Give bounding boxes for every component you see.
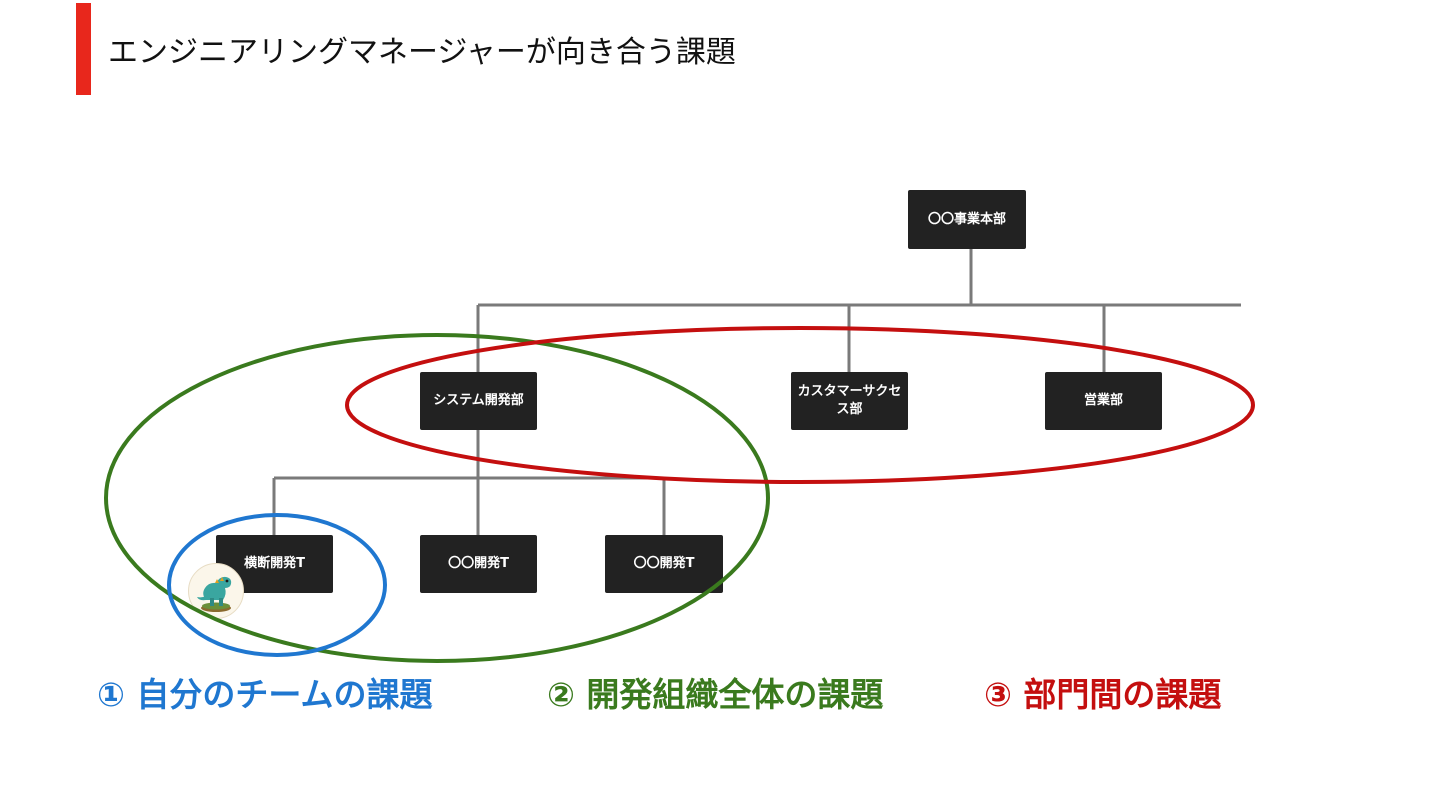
legend-cross-dept-issues: ③ 部門間の課題 xyxy=(984,675,1222,714)
org-node-dev-team-a: 〇〇開発T xyxy=(420,535,537,593)
legend-team-issues: ① 自分のチームの課題 xyxy=(97,675,433,714)
org-node-sales-dept: 営業部 xyxy=(1045,372,1162,430)
title-accent-bar xyxy=(76,3,91,95)
org-node-system-dev-dept: システム開発部 xyxy=(420,372,537,430)
slide-title: エンジニアリングマネージャーが向き合う課題 xyxy=(108,35,736,70)
org-node-customer-success-dept: カスタマーサクセス部 xyxy=(791,372,908,430)
org-node-dev-team-b: 〇〇開発T xyxy=(605,535,723,593)
avatar xyxy=(188,563,244,619)
org-node-root: 〇〇事業本部 xyxy=(908,190,1026,249)
legend-dev-org-issues: ② 開発組織全体の課題 xyxy=(547,675,884,714)
dinosaur-figure-icon xyxy=(197,576,232,612)
